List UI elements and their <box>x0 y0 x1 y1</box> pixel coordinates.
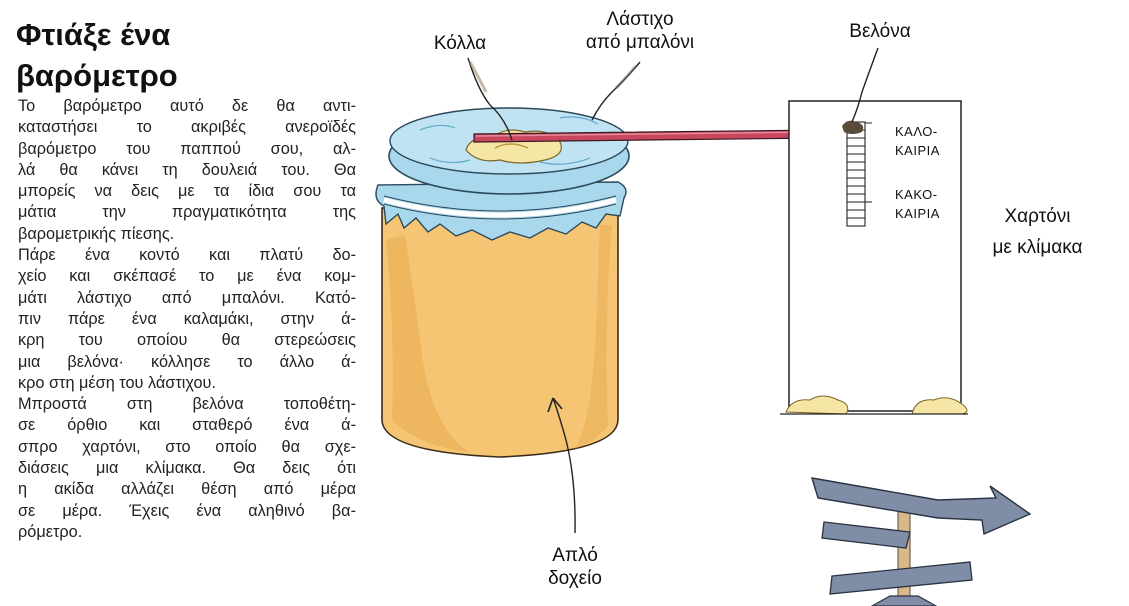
weathervane-base <box>870 595 938 606</box>
text-line: σε μέρα. Έχεις ένα αληθινό βα- <box>18 501 356 520</box>
paragraph-materials: Πάρε ένα κοντό και πλατύ δο- χείο και σκ… <box>18 245 356 394</box>
weathervane-arrow-low <box>829 561 973 595</box>
text-line: μάτια την πραγματικότητα της <box>18 203 356 222</box>
needle-label: Βελόνα <box>849 21 911 42</box>
title-line-1: Φτιάξε ένα <box>16 17 171 52</box>
jar <box>375 107 630 458</box>
jar-shade-right <box>575 225 612 449</box>
text-line: βαρόμετρο του παππού σου, αλ- <box>18 139 356 158</box>
text-line: βαρομετρικής πίεσης. <box>18 224 175 243</box>
needle-glue <box>842 120 864 134</box>
text-line: πιν πάρε ένα καλαμάκι, στην ά- <box>18 309 356 328</box>
text-line: κρο στη μέση του λάστιχου. <box>18 373 216 392</box>
bad-weather-label: ΚΑΚΟ- ΚΑΙΡΙΑ <box>895 185 940 223</box>
card-base-glue-right <box>911 397 968 415</box>
rubber-band <box>383 197 617 218</box>
card-base-glue-left <box>785 395 849 415</box>
card <box>788 100 962 412</box>
text-line: η ακίδα αλλάζει θέση από μέρα <box>18 480 356 499</box>
text-line: σπρο χαρτόνι, στο οποίο θα σχε- <box>18 437 356 456</box>
card-label-line-2: με κλίμακα <box>992 237 1083 258</box>
text-line: σε όρθιο και σταθερό ένα ά- <box>18 416 356 435</box>
jar-label-line-2: δοχείο <box>548 568 602 589</box>
text-line: μια βελόνα· κόλλησε το άλλο ά- <box>18 352 356 371</box>
bad-weather-line-2: ΚΑΙΡΙΑ <box>895 206 940 221</box>
weathervane <box>811 477 1032 606</box>
lid-wrinkles <box>419 116 599 165</box>
title-line-2: βαρόμετρο <box>16 58 178 93</box>
weathervane-arrow-mid <box>821 521 911 549</box>
weathervane-pole <box>897 499 911 606</box>
jar-label-line-1: Απλό <box>552 545 598 566</box>
rubber-band-outline <box>383 195 617 220</box>
scale-card <box>780 100 968 415</box>
glue-pointer <box>467 57 513 141</box>
rubber-label: Λάστιχο από μπαλόνι <box>560 8 720 54</box>
label-pointers <box>467 47 879 534</box>
glue-label: Κόλλα <box>433 33 487 54</box>
needle-pointer <box>851 47 879 123</box>
paragraph-scale: Μπροστά στη βελόνα τοποθέτη- σε όρθιο κα… <box>18 394 356 543</box>
text-line: κρη του οποίου θα στερεώσεις <box>18 331 356 350</box>
text-line: λά θα κάνει τη δουλειά του. Θα <box>18 160 356 179</box>
jar-label: Απλό δοχείο <box>525 544 625 590</box>
bad-weather-line-1: ΚΑΚΟ- <box>895 187 938 202</box>
page-title: Φτιάξε ένα βαρόμετρο <box>16 14 316 96</box>
text-line: ρόμετρο. <box>18 522 83 541</box>
rubber-label-line-1: Λάστιχο <box>606 9 674 30</box>
good-weather-line-2: ΚΑΙΡΙΑ <box>895 143 940 158</box>
good-weather-line-1: ΚΑΛΟ- <box>895 124 938 139</box>
jar-body <box>381 207 619 458</box>
text-line: Μπροστά στη βελόνα τοποθέτη- <box>18 395 356 414</box>
text-line: μπορείς να δεις με τα ίδια σου τα <box>18 182 356 201</box>
jar-pointer <box>552 397 576 534</box>
text-line: Πάρε ένα κοντό και πλατύ δο- <box>18 246 356 265</box>
text-line: διάσεις μια κλίμακα. Θα δεις ότι <box>18 459 356 478</box>
text-line: Το βαρόμετρο αυτό δε θα αντι- <box>18 97 356 115</box>
paragraph-intro: Το βαρόμετρο αυτό δε θα αντι- καταστήσει… <box>18 96 356 245</box>
rubber-label-line-2: από μπαλόνι <box>585 32 695 53</box>
weathervane-arrow-top <box>811 477 1032 536</box>
text-line: καταστήσει το ακριβές ανεροϊδές <box>18 118 356 137</box>
text-line: μάτι λάστιχο από μπαλόνι. Κατό- <box>18 288 356 307</box>
body-text: Το βαρόμετρο αυτό δε θα αντι- καταστήσει… <box>18 96 356 543</box>
card-label-line-1: Χαρτόνι <box>1004 206 1071 227</box>
good-weather-label: ΚΑΛΟ- ΚΑΙΡΙΑ <box>895 122 940 160</box>
jar-shade <box>386 235 470 452</box>
text-line: χείο και σκέπασέ το με ένα κομ- <box>18 267 356 286</box>
card-label: Χαρτόνι με κλίμακα <box>970 205 1105 259</box>
